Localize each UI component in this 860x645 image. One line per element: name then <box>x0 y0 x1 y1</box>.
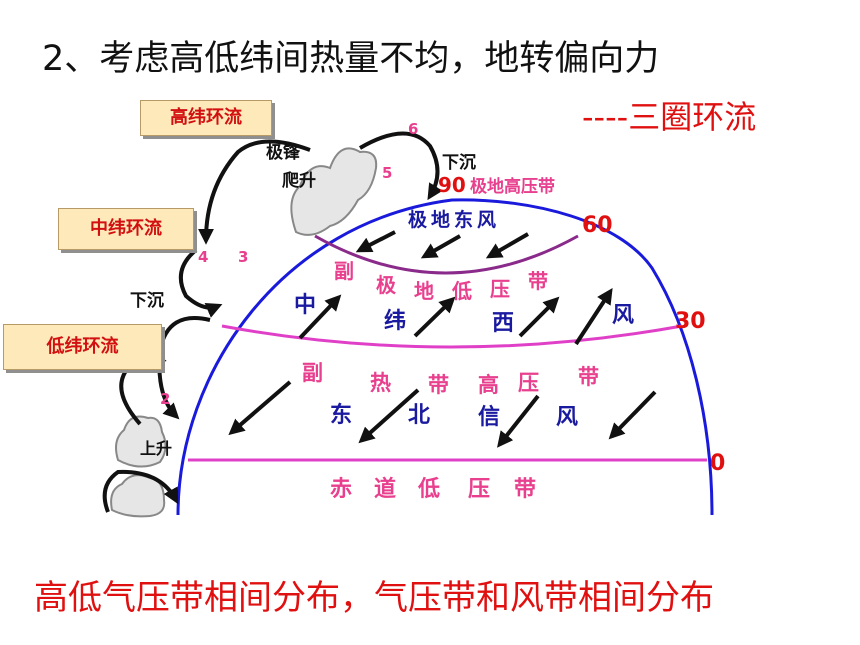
lat-60-label: 60 <box>582 213 613 238</box>
subpolar-low-char: 地 <box>414 279 434 303</box>
subpolar-low-char: 带 <box>528 269 548 293</box>
equatorial-low-char: 带 <box>514 477 536 502</box>
cell-number: 2 <box>160 390 170 408</box>
sinking-top-label: 下沉 <box>442 152 476 173</box>
trade-winds-char: 风 <box>556 405 578 430</box>
polar-front-cloud <box>290 147 378 236</box>
westerlies-char: 中 <box>294 293 316 318</box>
low-lat-cell-tag: 低纬环流 <box>3 324 162 370</box>
subtropical-high-label: 副 热 带 高 压 带 <box>302 361 599 397</box>
subtropical-high-char: 副 <box>302 361 323 385</box>
westerlies-char: 纬 <box>384 308 406 334</box>
subpolar-low-char: 压 <box>490 277 510 301</box>
sinking-mid-label: 下沉 <box>130 290 164 311</box>
lat-30-line <box>221 324 683 349</box>
page-heading: 2、考虑高低纬间热量不均，地转偏向力 <box>42 39 660 79</box>
trade-winds-char: 信 <box>478 404 500 430</box>
westerlies-char: 风 <box>612 303 634 328</box>
cell-number: 4 <box>198 248 208 266</box>
westerlies-label: 中 纬 西 风 <box>294 293 634 336</box>
polar-easterlies-label: 极地东风 <box>408 208 500 231</box>
trade-winds-char: 东 <box>330 402 352 428</box>
subpolar-low-char: 副 <box>334 259 354 283</box>
polar-front-label: 极锋 <box>266 142 301 163</box>
mid-lat-cell-loop <box>178 248 223 318</box>
subtropical-high-char: 压 <box>518 371 539 395</box>
polar-easterlies-arrows <box>355 230 530 259</box>
lat-0-label: 0 <box>710 451 725 476</box>
rising-label: 上升 <box>140 439 172 458</box>
conclusion-text: 高低气压带相间分布，气压带和风带相间分布 <box>34 578 714 618</box>
cell-number: 3 <box>238 248 248 266</box>
westerlies-char: 西 <box>492 311 514 336</box>
high-lat-cell-loop <box>358 131 443 201</box>
lat-90-label: 90 <box>438 173 466 197</box>
westerlies-arrows <box>298 287 613 346</box>
cell-number: 6 <box>408 120 418 138</box>
subtropical-high-char: 热 <box>370 371 391 395</box>
polar-high-label: 极地高压带 <box>470 176 555 197</box>
equatorial-low-char: 低 <box>417 477 440 502</box>
subtropical-high-char: 高 <box>478 373 499 397</box>
page-subtitle: ----三圈环流 <box>582 98 757 136</box>
trade-winds-arrows <box>228 380 657 448</box>
equatorial-low-label: 赤 道 低 压 带 <box>330 476 536 502</box>
high-lat-cell-loop-return <box>198 139 311 245</box>
high-lat-cell-tag: 高纬环流 <box>140 100 272 136</box>
subtropical-high-char: 带 <box>578 365 599 389</box>
equator-rising-loop <box>102 469 179 513</box>
equatorial-low-char: 道 <box>374 476 396 502</box>
subpolar-low-label: 副 极 地 低 压 带 <box>334 259 548 303</box>
trade-winds-label: 东 北 信 风 <box>330 402 578 430</box>
polar-front-rising-label: 爬升 <box>282 170 316 191</box>
mid-lat-cell-tag: 中纬环流 <box>58 208 194 250</box>
globe-outline <box>176 198 714 516</box>
cell-number: 5 <box>382 164 392 182</box>
equatorial-low-char: 压 <box>468 477 490 502</box>
subpolar-low-char: 极 <box>376 273 397 297</box>
subpolar-low-line <box>314 234 579 275</box>
subpolar-low-char: 低 <box>451 279 472 303</box>
trade-winds-char: 北 <box>408 403 430 428</box>
lat-30-label: 30 <box>675 309 706 334</box>
equator-cloud-upper <box>115 415 167 468</box>
equatorial-low-char: 赤 <box>330 477 352 502</box>
subtropical-high-char: 带 <box>428 373 449 397</box>
